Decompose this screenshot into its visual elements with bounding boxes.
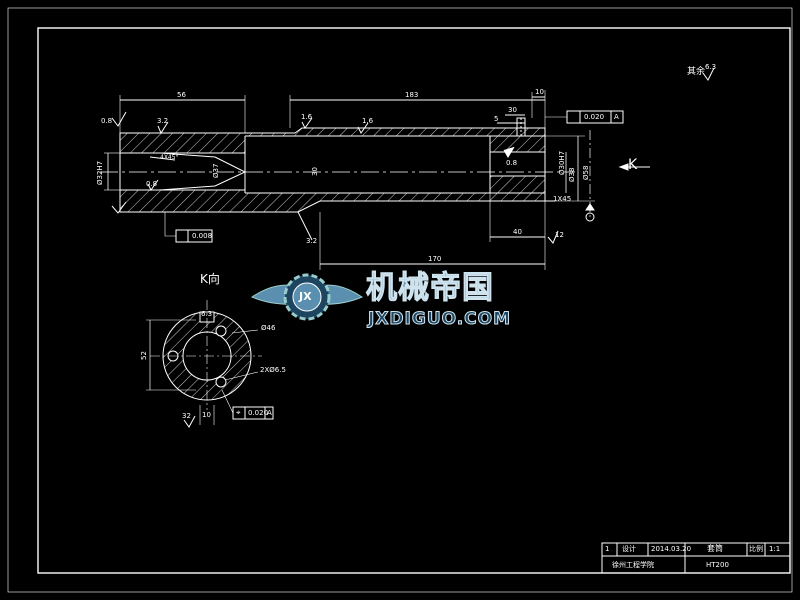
k-view: [146, 300, 274, 428]
watermark-en: JXDIGUO.COM: [367, 309, 512, 329]
dim-bore: Ø37: [212, 163, 220, 178]
parallel-value: 0.008: [192, 232, 213, 240]
dim-right-c: Ø38: [568, 167, 576, 182]
tb-date: 2014.03.20: [651, 545, 692, 553]
k-position-symbol: ⌖: [236, 408, 241, 417]
tb-designer: 设计: [622, 545, 636, 553]
k-tol-datum: A: [267, 409, 272, 417]
title-block: [601, 542, 791, 574]
main-section-view: [100, 67, 715, 270]
ra-mid: 3.2: [157, 117, 169, 125]
k-holes: 2XØ6.5: [260, 366, 286, 374]
tb-scale-label: 比例: [749, 545, 763, 553]
dim-right-a: Ø30H7: [558, 150, 566, 175]
tb-part-name: 套筒: [707, 544, 723, 553]
view-arrow-label: K: [628, 157, 638, 173]
bore-right: [489, 136, 545, 193]
ra-diag: 3.2: [306, 237, 318, 245]
ra-left-bot: 0.8: [146, 180, 158, 188]
bore-taper: [159, 152, 216, 191]
k-tol-value: 0.020: [248, 409, 269, 417]
runout-value: 0.020: [584, 113, 605, 121]
bore-mid: [245, 135, 545, 194]
right-wall-hatch-2: [490, 176, 545, 193]
diag-leader: [297, 211, 313, 241]
k-width: 10: [202, 411, 211, 419]
ra-top: 0.8: [506, 159, 518, 167]
sf-left-top: [111, 111, 127, 127]
upper-wall-hatch-2: [245, 128, 545, 136]
tb-material: HT200: [706, 561, 729, 569]
outer-border: [7, 7, 793, 593]
sf-left-bot: [111, 201, 127, 214]
dim-5: 5: [494, 115, 499, 123]
dim-183: 183: [405, 91, 419, 99]
watermark-cn: 机械帝国: [366, 270, 494, 306]
surface-finish-value: 6.3: [705, 63, 717, 71]
ra-r: 1.6: [362, 117, 374, 125]
k-hole-bottom: [215, 376, 227, 388]
ra-left-top: 0.8: [101, 117, 113, 125]
k-32: 32: [182, 412, 191, 420]
dim-40: 40: [513, 228, 522, 236]
dim-left-size: Ø32H7: [96, 160, 104, 185]
k-hole-top: [215, 325, 227, 337]
right-wall-hatch: [490, 136, 545, 152]
upper-wall-hatch: [120, 133, 245, 153]
ra-mid2: 1.6: [301, 113, 313, 121]
chamfer-right: 1X45: [553, 195, 572, 203]
dim-170: 170: [428, 255, 442, 263]
k-52: 52: [140, 351, 148, 360]
chamfer-left: 4X45°: [160, 154, 179, 161]
k-ra: 6.3: [201, 310, 213, 318]
datum-triangle: [585, 203, 595, 211]
watermark-badge: JX: [299, 290, 312, 303]
drawing-frame: [37, 27, 791, 574]
dim-10: 10: [535, 88, 544, 96]
tb-school: 徐州工程学院: [612, 561, 654, 569]
lower-wall-hatch: [120, 190, 245, 212]
dim-30: 30: [508, 106, 517, 114]
watermark-logo: [250, 273, 364, 321]
tb-drawing-no: 1: [605, 545, 610, 553]
dim-56: 56: [177, 91, 186, 99]
surface-finish-note: 其余: [687, 67, 706, 77]
dim-right-b: Ø58: [582, 165, 590, 180]
k-view-title: K向: [200, 272, 220, 286]
chamfer-leader: [149, 156, 176, 161]
k-d46: Ø46: [261, 324, 276, 332]
dim-inner: 30: [311, 167, 319, 176]
runout-datum: A: [614, 113, 619, 121]
tb-scale: 1:1: [769, 545, 781, 553]
lower-wall-hatch-2: [245, 193, 545, 212]
dim-12-6: 12: [555, 231, 564, 239]
